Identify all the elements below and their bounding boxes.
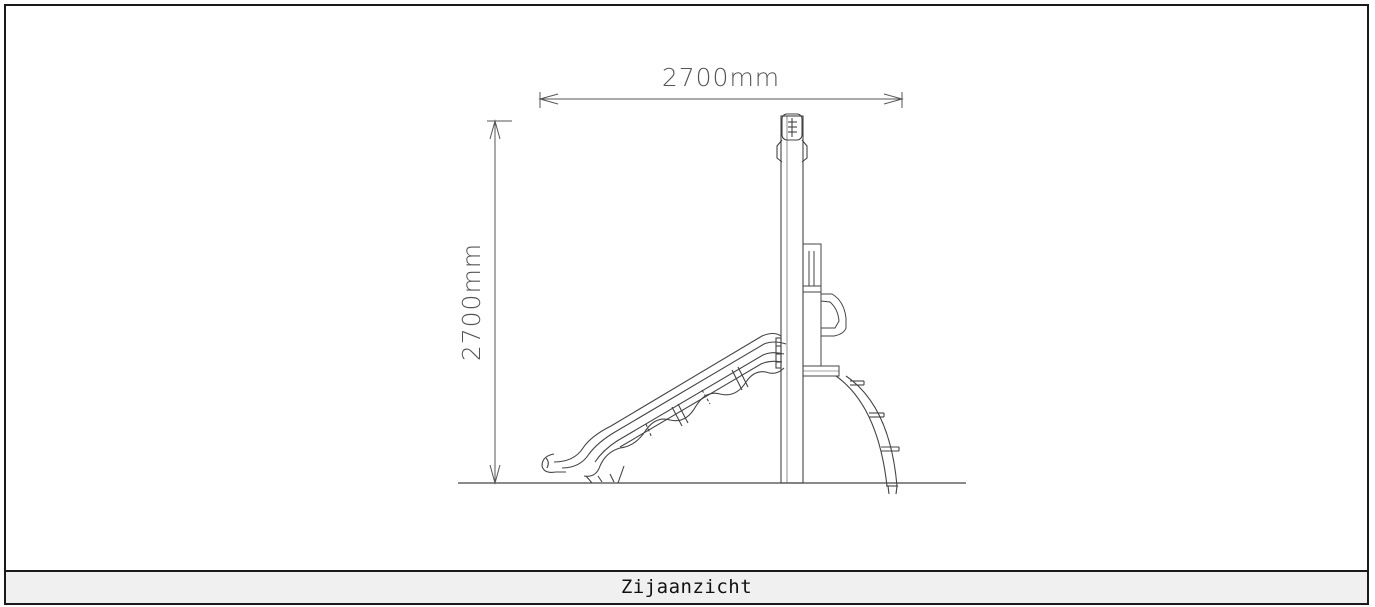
slide [541, 332, 787, 484]
drawing-frame: 2700mm 2700mm [4, 4, 1369, 605]
width-dimension [538, 92, 904, 108]
width-dimension-label: 2700mm [662, 63, 780, 92]
technical-drawing: 2700mm 2700mm [457, 63, 966, 495]
tower-panel [802, 243, 847, 377]
view-caption: Zijaanzicht [620, 576, 753, 598]
height-dimension [487, 119, 512, 485]
climbing-arc [835, 375, 900, 495]
caption-bar: Zijaanzicht [6, 570, 1367, 603]
height-dimension-label: 2700mm [457, 243, 486, 361]
